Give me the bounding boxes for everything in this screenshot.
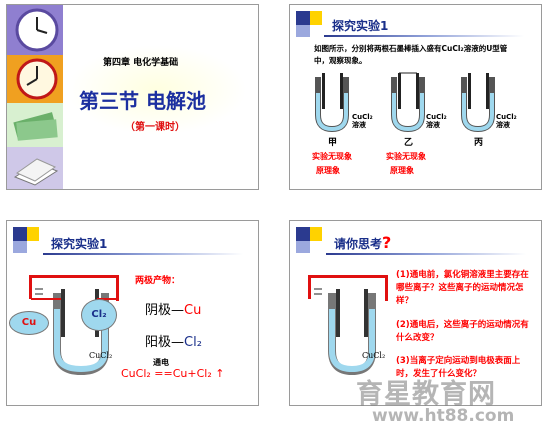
title-underline (326, 253, 526, 255)
money-image (7, 103, 63, 147)
question-3-text: 当离子定向运动到电极表面上时，发生了什么变化？ (396, 356, 521, 379)
chapter-heading: 第四章 电化学基础 (103, 58, 179, 68)
solution-label: CuCl₂ (362, 351, 386, 360)
clock-icon (15, 8, 59, 52)
u-tube-bing (461, 73, 495, 133)
cell-label-yi: 乙 (404, 138, 414, 148)
u-tube-apparatus (315, 72, 495, 133)
solution-label: CuCl₂ (89, 351, 113, 360)
cell-solution-label-yi: CuCl₂ 溶液 (426, 113, 447, 129)
slide-title: 探究实验1 (332, 19, 389, 33)
anode-line: 阳极—Cl₂ (145, 331, 202, 350)
anode-product: Cl₂ (184, 335, 202, 350)
cell-solution-label-bing: CuCl₂ 溶液 (496, 113, 517, 129)
title-glow (67, 45, 247, 135)
question-2-text: 通电后，这些离子的运动情况有什么改变？ (396, 320, 529, 343)
observation-note-2b: 原理象 (390, 166, 414, 175)
slide-thumbnail-3[interactable]: 探究实验1 Cu Cl₂ CuCl₂ 两极产物： 阴极—Cu 阳极—Cl₂ 通电… (6, 220, 259, 406)
question-3: (3)当离子定向运动到电极表面上时，发生了什么变化？ (396, 355, 536, 381)
electrolysis-cell-diagram (308, 275, 388, 376)
question-1-text: 通电前，氯化铜溶液里主要存在哪些离子？这些离子的运动情况怎样？ (396, 270, 529, 306)
observation-note-2: 实验无现象 (386, 152, 426, 161)
cu-bubble: Cu (9, 311, 49, 335)
slide-thumbnail-1[interactable]: 第四章 电化学基础 第三节 电解池 （第一课时） 1 (6, 4, 259, 190)
observation-note-1b: 原理象 (316, 166, 340, 175)
banknotes-icon (13, 112, 58, 141)
question-1-index: (1) (396, 270, 410, 280)
book-icon (13, 158, 59, 186)
watermark-title: 育星教育网 (356, 379, 496, 410)
slide-title: 探究实验1 (51, 237, 108, 251)
books-image (7, 147, 63, 189)
clock-image-orange (7, 55, 63, 103)
question-2-index: (2) (396, 320, 410, 330)
question-3-index: (3) (396, 356, 410, 366)
observation-note-1: 实验无现象 (312, 152, 352, 161)
clock-icon (16, 58, 58, 100)
slide-logo-icon (296, 227, 322, 253)
clock-image-purple (7, 5, 63, 55)
anode-label: 阳极— (145, 335, 185, 350)
slide-title: 第三节 电解池 (79, 89, 206, 113)
cl2-bubble: Cl₂ (81, 299, 117, 331)
watermark-url: www.ht88.com (372, 406, 515, 426)
slide-logo-icon (296, 11, 322, 37)
question-1: (1)通电前，氯化铜溶液里主要存在哪些离子？这些离子的运动情况怎样？ (396, 269, 536, 308)
slide-subtitle: （第一课时） (125, 122, 185, 133)
u-tube-yi (391, 72, 425, 133)
title-underline (43, 253, 243, 255)
cell-solution-label-jia: CuCl₂ 溶液 (352, 113, 373, 129)
question-2: (2)通电后，这些离子的运动情况有什么改变？ (396, 319, 536, 345)
u-tube-jia (315, 73, 349, 133)
question-mark-icon: ? (382, 233, 392, 252)
cathode-line: 阴极—Cu (145, 299, 201, 318)
product-header: 两极产物： (135, 276, 181, 286)
cell-label-bing: 丙 (474, 138, 484, 148)
slide-logo-icon (13, 227, 39, 253)
cell-label-jia: 甲 (328, 138, 338, 148)
cathode-product: Cu (184, 303, 202, 318)
slide-title-text: 请你思考 (334, 237, 383, 251)
title-underline (324, 35, 524, 37)
reaction-equation: CuCl₂ ==Cu+Cl₂ ↑ (121, 367, 225, 380)
experiment-description: 如图所示，分别将两根石墨棒插入盛有CuCl₂溶液的U型管中，观察现象。 (314, 44, 508, 65)
reaction-condition: 通电 (153, 358, 169, 367)
slide-thumbnail-4[interactable]: 请你思考? CuCl₂ (1)通电前，氯化铜溶液里主要存在哪些离子？这些离子的运… (289, 220, 542, 406)
cathode-label: 阴极— (145, 303, 185, 318)
slide-title: 请你思考? (334, 233, 391, 252)
slide-thumbnail-2[interactable]: 探究实验1 如图所示，分别将两根石墨棒插入盛有CuCl₂溶液的U型管中，观察现象… (289, 4, 542, 190)
